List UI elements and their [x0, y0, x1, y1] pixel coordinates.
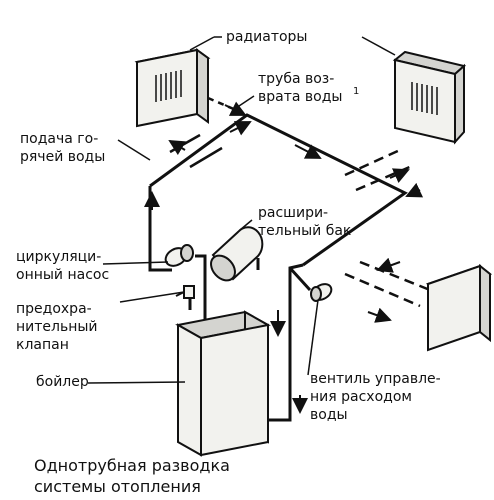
radiator-right-drawing	[392, 50, 467, 145]
expansion-tank-label: расшири- тельный бак	[258, 205, 352, 239]
flow-valve-drawing	[310, 283, 333, 302]
flow-arrows	[144, 101, 424, 414]
return-pipe-label: труба воз- врата воды	[258, 71, 343, 105]
circulation-pump-drawing	[164, 244, 194, 267]
boiler-drawing	[175, 310, 271, 457]
radiator-bottom-right-drawing	[425, 263, 493, 352]
main-pipe-loop	[148, 113, 408, 267]
radiators-label: радиаторы	[226, 29, 308, 45]
return-pipe-footnote-mark: 1	[353, 86, 360, 97]
boiler-label: бойлер	[36, 374, 89, 390]
safety-valve-drawing	[175, 285, 195, 299]
expansion-tank-drawing	[210, 226, 264, 282]
flow-control-valve-label: вентиль управле- ния расходом воды	[310, 371, 441, 423]
radiator-left-drawing	[134, 48, 211, 128]
safety-valve-label: предохра- нительный клапан	[16, 301, 98, 353]
hot-water-supply-label: подача го- рячей воды	[20, 131, 106, 165]
diagram-caption: Однотрубная разводка системы отопления	[34, 456, 230, 496]
leader-lines	[87, 36, 396, 384]
circulation-pump-label: циркуляци- онный насос	[16, 249, 110, 283]
